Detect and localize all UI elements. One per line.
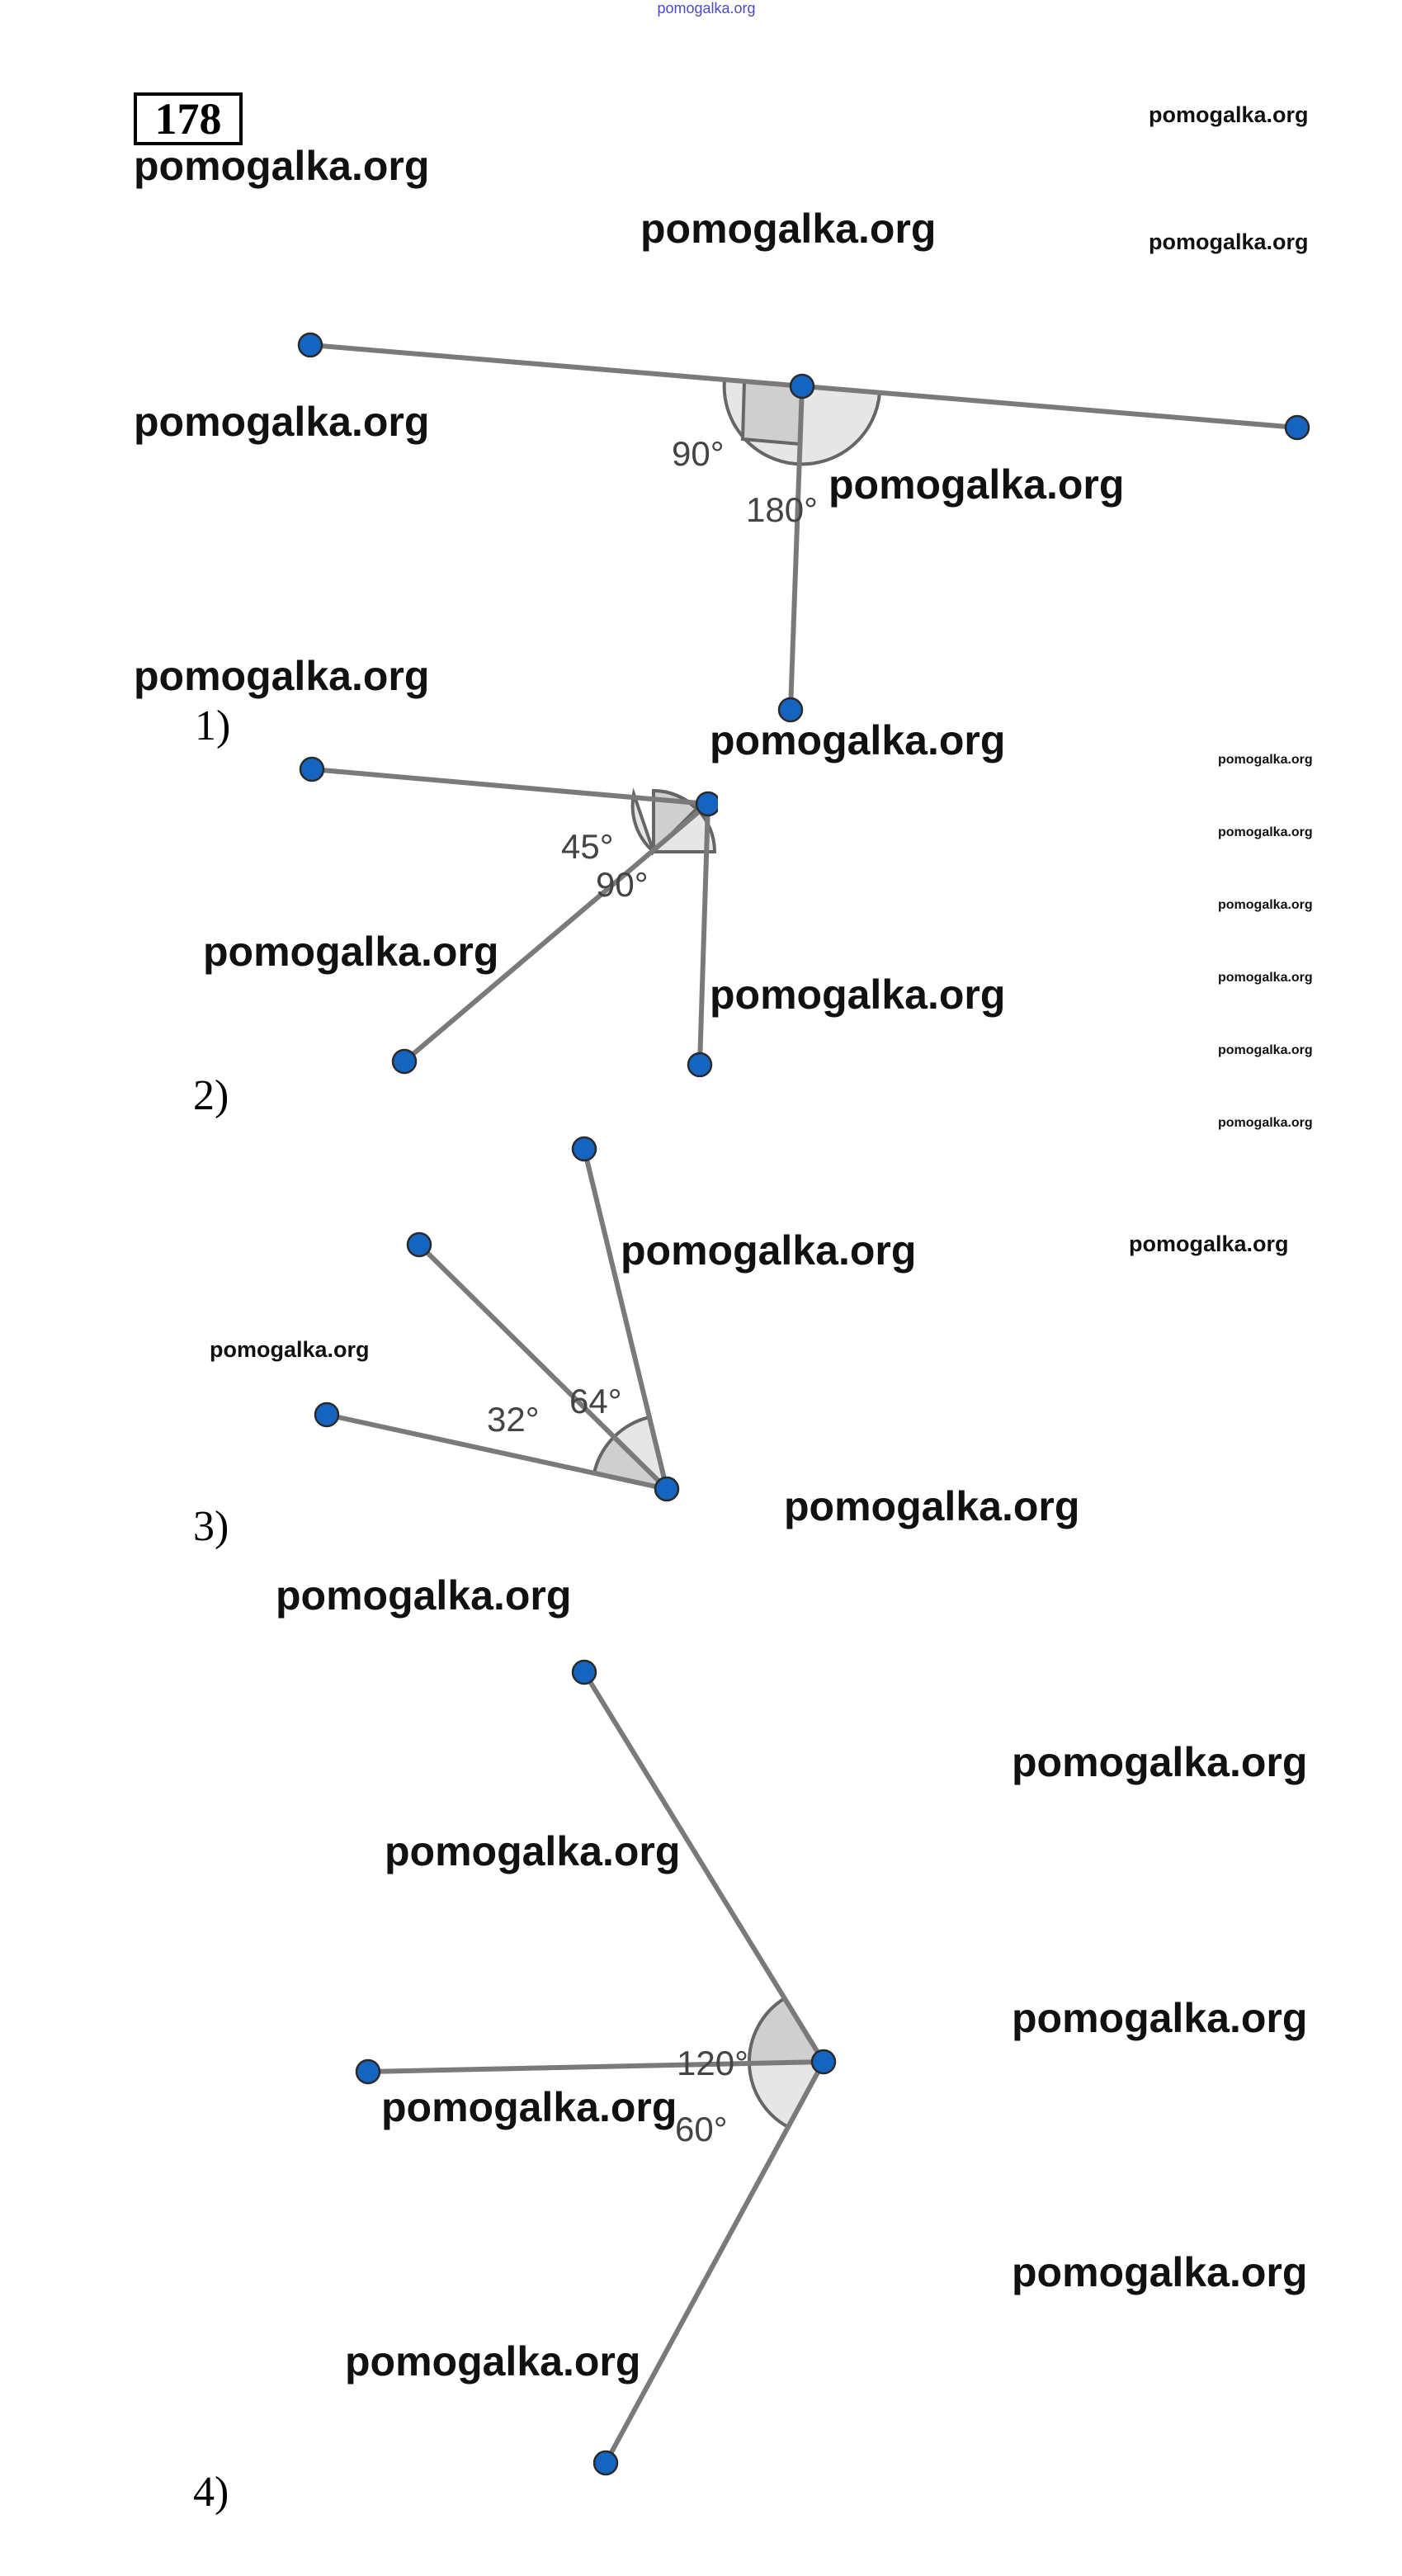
problem-number-box: [134, 92, 243, 145]
point-vertex: [654, 1476, 680, 1502]
problem-number: 178: [155, 94, 222, 144]
point-vertex: [789, 373, 815, 399]
watermark: pomogalka.org: [1012, 1739, 1307, 1785]
watermark: pomogalka.org: [1218, 971, 1313, 985]
angle-label: 180°: [746, 490, 818, 529]
watermark: pomogalka.org: [828, 461, 1124, 508]
point-vertex: [810, 2049, 837, 2075]
point: [571, 1136, 597, 1162]
point: [592, 2450, 619, 2476]
segment: [417, 1242, 669, 1491]
watermark: pomogalka.org: [381, 2084, 677, 2130]
point: [777, 697, 804, 723]
segment: [582, 1146, 669, 1491]
point: [687, 1052, 713, 1078]
watermark: pomogalka.org: [784, 1483, 1079, 1529]
watermark: pomogalka.org: [134, 399, 429, 445]
item-label: 1): [195, 702, 230, 749]
segment: [582, 1670, 826, 2064]
watermark: pomogalka.org: [345, 2338, 640, 2385]
point: [299, 756, 325, 782]
watermark: pomogalka.org: [210, 1337, 370, 1362]
angle-label: 120°: [677, 2044, 748, 2082]
watermark: pomogalka.org: [134, 143, 429, 189]
angle-label: 90°: [672, 434, 725, 473]
watermark: pomogalka.org: [1012, 1995, 1307, 2041]
segment: [366, 2059, 826, 2074]
point: [314, 1401, 340, 1428]
point: [391, 1048, 418, 1075]
figure-4: 120° 60°: [355, 1659, 837, 2476]
segment: [603, 2059, 826, 2465]
angle-label: 32°: [487, 1400, 540, 1439]
segment: [324, 1412, 669, 1491]
angle-arc-60: [747, 2059, 827, 2129]
point: [406, 1231, 432, 1258]
point: [297, 332, 323, 358]
item-label: 2): [193, 1072, 229, 1119]
point-vertex: [695, 791, 718, 817]
watermark-top: pomogalka.org: [657, 0, 755, 17]
watermark: pomogalka.org: [1218, 898, 1313, 912]
angle-arc-45: [652, 788, 699, 856]
watermarks: pomogalka.org pomogalka.org pomogalka.or…: [134, 102, 1313, 2385]
watermark: pomogalka.org: [1218, 753, 1313, 767]
watermark: pomogalka.org: [1129, 1231, 1289, 1256]
angle-label: 64°: [569, 1382, 622, 1420]
watermark: pomogalka.org: [1012, 2249, 1307, 2295]
watermark: pomogalka.org: [276, 1572, 571, 1619]
watermark: pomogalka.org: [1218, 1043, 1313, 1057]
angle-arc: [630, 787, 655, 853]
watermark: pomogalka.org: [1149, 229, 1309, 254]
figure-3: 32° 64°: [314, 1136, 680, 1502]
segment: [697, 801, 710, 1067]
watermark: pomogalka.org: [134, 653, 429, 699]
figure-1: 90° 180°: [297, 332, 1310, 723]
point: [571, 1659, 597, 1685]
point: [355, 2058, 381, 2085]
figure-2: 45° 90°: [299, 756, 718, 1078]
watermark: pomogalka.org: [1218, 1116, 1313, 1130]
watermark: pomogalka.org: [385, 1828, 680, 1874]
item-label: 3): [193, 1503, 229, 1550]
watermark: pomogalka.org: [640, 206, 936, 252]
segment: [402, 801, 710, 1064]
point: [1284, 414, 1310, 441]
angle-label: 45°: [561, 827, 614, 866]
angle-label: 90°: [596, 865, 649, 904]
watermark: pomogalka.org: [621, 1227, 916, 1274]
angle-arc-120: [747, 1996, 827, 2066]
watermark: pomogalka.org: [710, 717, 1005, 763]
watermark: pomogalka.org: [710, 971, 1005, 1018]
segment: [309, 767, 710, 806]
watermark: pomogalka.org: [203, 929, 498, 975]
segment: [788, 384, 805, 712]
angle-label: 60°: [675, 2110, 728, 2148]
item-label: 4): [193, 2469, 229, 2516]
watermark: pomogalka.org: [1149, 102, 1309, 127]
watermark: pomogalka.org: [1218, 825, 1313, 839]
